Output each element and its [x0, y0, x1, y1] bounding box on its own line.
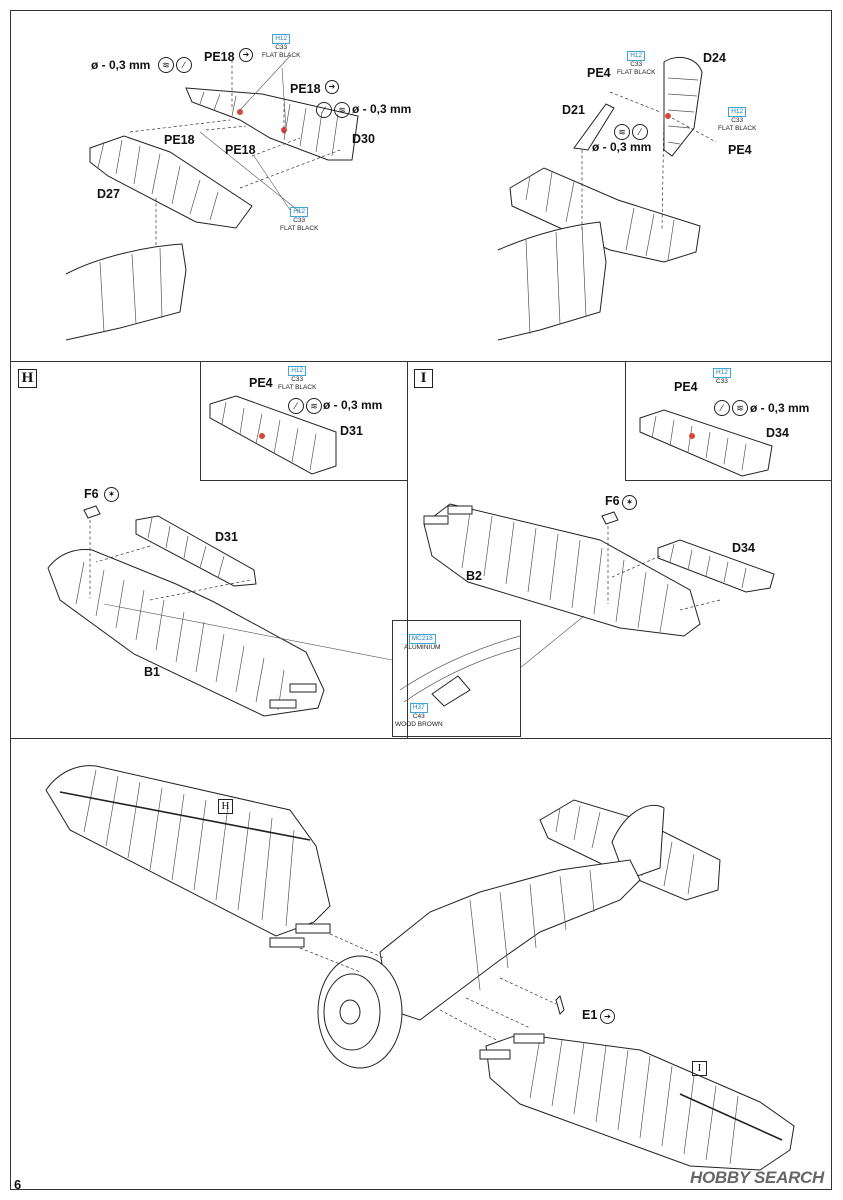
paint-callout-aluminium: MC218 ALUMINIUM	[404, 634, 441, 651]
red-fitting	[237, 109, 243, 115]
label-d31: D31	[215, 530, 238, 544]
page-number: 6	[14, 1177, 22, 1192]
aileron-d34	[657, 539, 775, 593]
label-e1: E1	[582, 1008, 598, 1022]
label-d27: D27	[97, 187, 120, 201]
detail-aileron-d34	[639, 409, 773, 477]
label-pe4: PE4	[249, 376, 273, 390]
drill-icon: ✶	[104, 487, 119, 502]
elevator-d30	[185, 87, 359, 161]
d34-detail-box	[625, 361, 832, 481]
wing-spar-tab	[295, 923, 331, 934]
wing-spar-tab	[447, 505, 473, 515]
wing-spar-tab	[513, 1033, 545, 1044]
step-marker-h: H	[18, 369, 37, 388]
red-fitting	[689, 433, 695, 439]
label-pe18: PE18	[164, 133, 195, 147]
cut-icon: ⁄	[632, 124, 648, 140]
rudder-d24	[663, 56, 703, 157]
symmetric-icon: ➔	[239, 48, 253, 62]
paint-callout-wood: H37 C43 WOOD BROWN	[395, 703, 443, 728]
step-marker-i: I	[414, 369, 433, 388]
wing-spar-tab	[269, 699, 297, 709]
lower-wing-right	[479, 1033, 795, 1171]
label-d34: D34	[766, 426, 789, 440]
label-d34: D34	[732, 541, 755, 555]
wing-spar-tab	[423, 515, 449, 525]
wing-spar-tab	[479, 1049, 511, 1060]
paint-callout: H12 C33 FLAT BLACK	[262, 34, 301, 59]
label-pe18: PE18	[290, 82, 321, 96]
fuselage-rear-left	[65, 243, 187, 341]
label-f6: F6	[605, 494, 620, 508]
detail-aileron-d31	[209, 395, 337, 475]
tail-assembly-right	[497, 167, 701, 341]
paint-callout: H12 C33 FLAT BLACK	[278, 366, 317, 391]
wing-spar-tab	[269, 937, 305, 948]
part-f6-h	[83, 505, 101, 519]
step-ref-h: H	[218, 799, 233, 814]
bend-icon: ≋	[158, 57, 174, 73]
stabilizer-d27	[89, 135, 253, 229]
watermark: HOBBY SEARCH	[690, 1168, 824, 1187]
upper-wing-left	[45, 765, 331, 948]
step-ref-i: I	[692, 1061, 707, 1076]
bend-icon: ≋	[732, 400, 748, 416]
paint-detail-art	[399, 635, 521, 707]
paint-callout: H12 C33 FLAT BLACK	[617, 51, 656, 76]
paint-callout: H12 C33	[713, 368, 731, 386]
drill-icon: ✶	[622, 495, 637, 510]
red-fitting	[281, 127, 287, 133]
label-pe4: PE4	[674, 380, 698, 394]
label-d31: D31	[340, 424, 363, 438]
symmetric-icon: ➔	[600, 1009, 615, 1024]
paint-callout: H12 C33 FLAT BLACK	[280, 207, 319, 232]
label-pe18: PE18	[225, 143, 256, 157]
fuselage-main	[317, 859, 641, 1069]
paint-detail-box	[392, 620, 521, 737]
cut-icon: ⁄	[176, 57, 192, 73]
cut-icon: ⁄	[714, 400, 730, 416]
diameter-note: ø - 0,3 mm	[352, 102, 412, 116]
label-pe4: PE4	[587, 66, 611, 80]
label-pe4: PE4	[728, 143, 752, 157]
diameter-note: ø - 0,3 mm	[750, 401, 810, 415]
label-b1: B1	[144, 665, 160, 679]
label-b2: B2	[466, 569, 482, 583]
label-f6: F6	[84, 487, 99, 501]
cut-icon: ⁄	[316, 102, 332, 118]
bend-icon: ≋	[614, 124, 630, 140]
label-d30: D30	[352, 132, 375, 146]
bottom-panel	[10, 738, 832, 1190]
bend-icon: ≋	[334, 102, 350, 118]
red-fitting	[665, 113, 671, 119]
wing-b1	[47, 549, 325, 717]
wing-spar-tab	[289, 683, 317, 693]
part-e1	[555, 995, 565, 1015]
wing-b2	[423, 503, 701, 637]
diameter-note: ø - 0,3 mm	[592, 140, 652, 154]
diameter-note: ø - 0,3 mm	[91, 58, 151, 72]
label-d21: D21	[562, 103, 585, 117]
red-fitting	[259, 433, 265, 439]
diameter-note: ø - 0,3 mm	[323, 398, 383, 412]
symmetric-icon: ➔	[325, 80, 339, 94]
label-pe18: PE18	[204, 50, 235, 64]
bend-icon: ≋	[306, 398, 322, 414]
part-f6-i	[601, 511, 619, 525]
aileron-d31	[135, 515, 257, 587]
d31-detail-box	[200, 361, 408, 481]
fin-d21	[573, 103, 615, 151]
cut-icon: ⁄	[288, 398, 304, 414]
paint-callout: H12 C33 FLAT BLACK	[718, 107, 757, 132]
label-d24: D24	[703, 51, 726, 65]
